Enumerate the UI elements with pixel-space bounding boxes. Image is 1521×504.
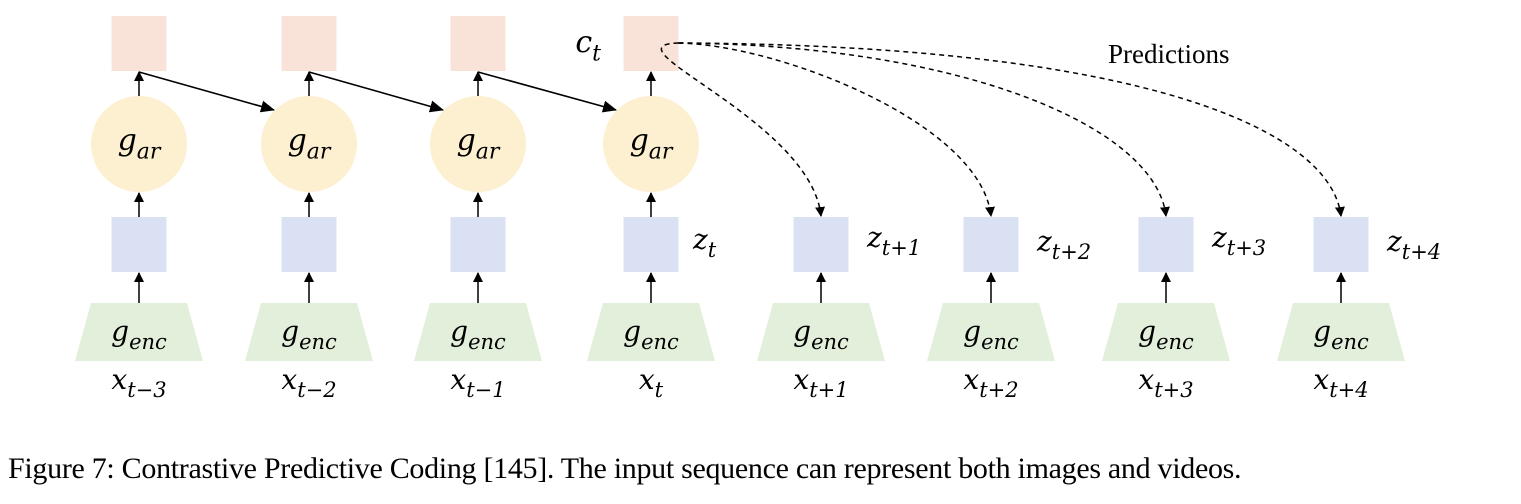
autoregressive-node — [430, 96, 526, 192]
encoder-label: genc — [281, 315, 337, 354]
input-label: xt−1 — [450, 363, 505, 402]
encoder-block — [414, 303, 542, 361]
autoregressive-node — [261, 96, 357, 192]
diagram-labels: gar genc xt−3 gar genc xt−2 gar genc xt−1 gar genc… — [111, 25, 1441, 402]
input-label: xt−2 — [281, 363, 336, 402]
latent-box — [623, 217, 679, 272]
arrow-recurrent — [138, 71, 275, 113]
encoder-block — [927, 303, 1055, 361]
latent-box — [793, 217, 849, 272]
encoder-block — [1102, 303, 1230, 361]
input-label: xt+2 — [963, 363, 1018, 402]
encoder-label: genc — [1313, 315, 1369, 354]
input-label: xt — [639, 363, 664, 402]
latent-label: zt+1 — [866, 221, 921, 260]
context-label: ct — [575, 25, 601, 66]
figure-caption: Figure 7: Contrastive Predictive Coding … — [8, 452, 1242, 485]
encoder-block — [75, 303, 203, 361]
encoder-block — [587, 303, 715, 361]
prediction-arrow — [678, 42, 1345, 217]
autoregressive-label: gar — [457, 123, 501, 164]
autoregressive-node — [603, 96, 699, 192]
autoregressive-label: gar — [118, 123, 162, 164]
prediction-arrow — [678, 42, 1170, 217]
encoder-label: genc — [793, 315, 849, 354]
input-label: xt+1 — [793, 363, 848, 402]
latent-label: zt+4 — [1386, 225, 1441, 264]
latent-label: zt+3 — [1211, 221, 1266, 260]
autoregressive-label: gar — [630, 123, 674, 164]
predictions-label: Predictions — [1108, 39, 1230, 69]
prediction-arrow — [678, 42, 995, 217]
context-box — [623, 16, 679, 71]
prediction-arrow — [660, 42, 826, 217]
input-label: xt+4 — [1313, 363, 1368, 402]
encoder-label: genc — [1138, 315, 1194, 354]
latent-box — [963, 217, 1019, 272]
encoder-block — [245, 303, 373, 361]
latent-label: zt — [692, 223, 717, 262]
diagram-shapes — [75, 16, 1405, 361]
encoder-label: genc — [963, 315, 1019, 354]
context-box — [111, 16, 167, 71]
encoder-label: genc — [623, 315, 679, 354]
encoder-block — [1277, 303, 1405, 361]
latent-box — [111, 217, 167, 272]
latent-box — [281, 217, 337, 272]
input-label: xt−3 — [111, 363, 166, 402]
diagram-arrows — [134, 42, 1346, 303]
autoregressive-label: gar — [288, 123, 332, 164]
context-box — [281, 16, 337, 71]
context-box — [450, 16, 506, 71]
latent-label: zt+2 — [1036, 225, 1091, 264]
latent-box — [1313, 217, 1369, 272]
encoder-label: genc — [111, 315, 167, 354]
latent-box — [1138, 217, 1194, 272]
input-label: xt+3 — [1138, 363, 1193, 402]
cpc-diagram: gar genc xt−3 gar genc xt−2 gar genc xt−1 gar genc… — [75, 16, 1441, 402]
arrow-recurrent — [308, 71, 444, 113]
autoregressive-node — [91, 96, 187, 192]
latent-box — [450, 217, 506, 272]
encoder-label: genc — [450, 315, 506, 354]
encoder-block — [757, 303, 885, 361]
arrow-recurrent — [477, 71, 617, 113]
